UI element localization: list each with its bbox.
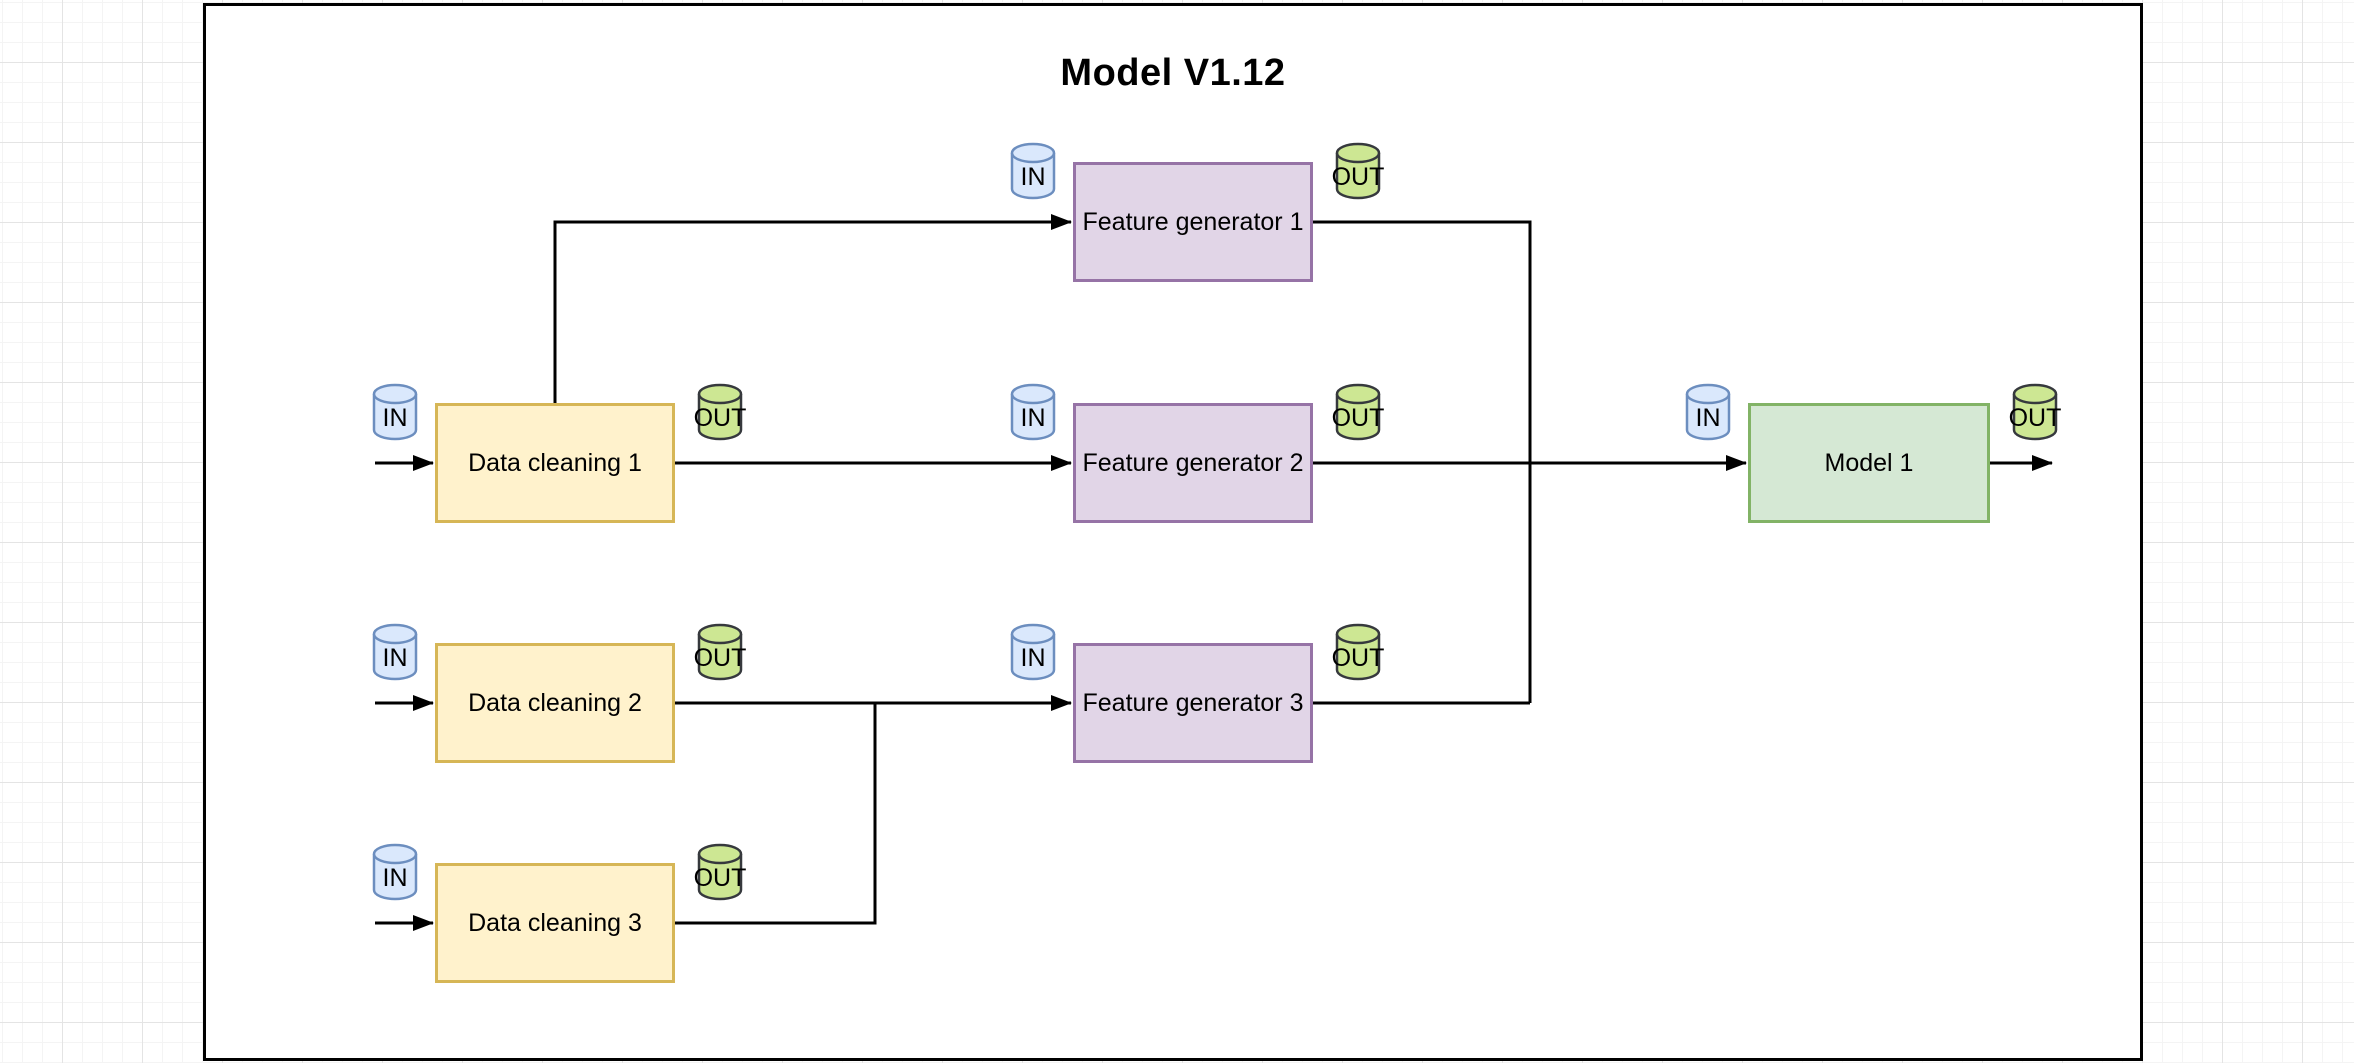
node-feature-generator-1[interactable]: Feature generator 1	[1073, 162, 1313, 282]
feature-generator-2-in-database-icon[interactable]: IN	[1010, 383, 1056, 441]
node-label: Feature generator 1	[1082, 207, 1304, 236]
data-cleaning-2-in-database-icon[interactable]: IN	[372, 623, 418, 681]
node-feature-generator-2[interactable]: Feature generator 2	[1073, 403, 1313, 523]
node-model-1[interactable]: Model 1	[1748, 403, 1990, 523]
feature-generator-3-in-database-icon[interactable]: IN	[1010, 623, 1056, 681]
node-data-cleaning-2[interactable]: Data cleaning 2	[435, 643, 675, 763]
feature-generator-2-out-database-icon[interactable]: OUT	[1332, 383, 1384, 441]
node-label: Feature generator 3	[1082, 688, 1304, 717]
out-label: OUT	[1331, 163, 1385, 191]
in-label: IN	[1020, 644, 1046, 672]
in-label: IN	[1020, 404, 1046, 432]
node-label: Data cleaning 2	[468, 688, 642, 717]
node-label: Data cleaning 1	[468, 448, 642, 477]
out-label: OUT	[1331, 644, 1385, 672]
node-feature-generator-3[interactable]: Feature generator 3	[1073, 643, 1313, 763]
node-data-cleaning-1[interactable]: Data cleaning 1	[435, 403, 675, 523]
in-label: IN	[1695, 404, 1721, 432]
data-cleaning-2-out-database-icon[interactable]: OUT	[694, 623, 746, 681]
model-1-in-database-icon[interactable]: IN	[1685, 383, 1731, 441]
data-cleaning-3-out-database-icon[interactable]: OUT	[694, 843, 746, 901]
out-label: OUT	[693, 644, 747, 672]
out-label: OUT	[693, 404, 747, 432]
out-label: OUT	[693, 864, 747, 892]
node-data-cleaning-3[interactable]: Data cleaning 3	[435, 863, 675, 983]
out-label: OUT	[1331, 404, 1385, 432]
diagram-title: Model V1.12	[1060, 52, 1286, 94]
in-label: IN	[382, 644, 408, 672]
feature-generator-1-out-database-icon[interactable]: OUT	[1332, 142, 1384, 200]
in-label: IN	[1020, 163, 1046, 191]
data-cleaning-1-in-database-icon[interactable]: IN	[372, 383, 418, 441]
node-label: Feature generator 2	[1082, 448, 1304, 477]
node-label: Data cleaning 3	[468, 908, 642, 937]
feature-generator-3-out-database-icon[interactable]: OUT	[1332, 623, 1384, 681]
data-cleaning-1-out-database-icon[interactable]: OUT	[694, 383, 746, 441]
node-label: Model 1	[1824, 448, 1914, 477]
out-label: OUT	[2008, 404, 2062, 432]
model-1-out-database-icon[interactable]: OUT	[2009, 383, 2061, 441]
in-label: IN	[382, 404, 408, 432]
data-cleaning-3-in-database-icon[interactable]: IN	[372, 843, 418, 901]
in-label: IN	[382, 864, 408, 892]
feature-generator-1-in-database-icon[interactable]: IN	[1010, 142, 1056, 200]
